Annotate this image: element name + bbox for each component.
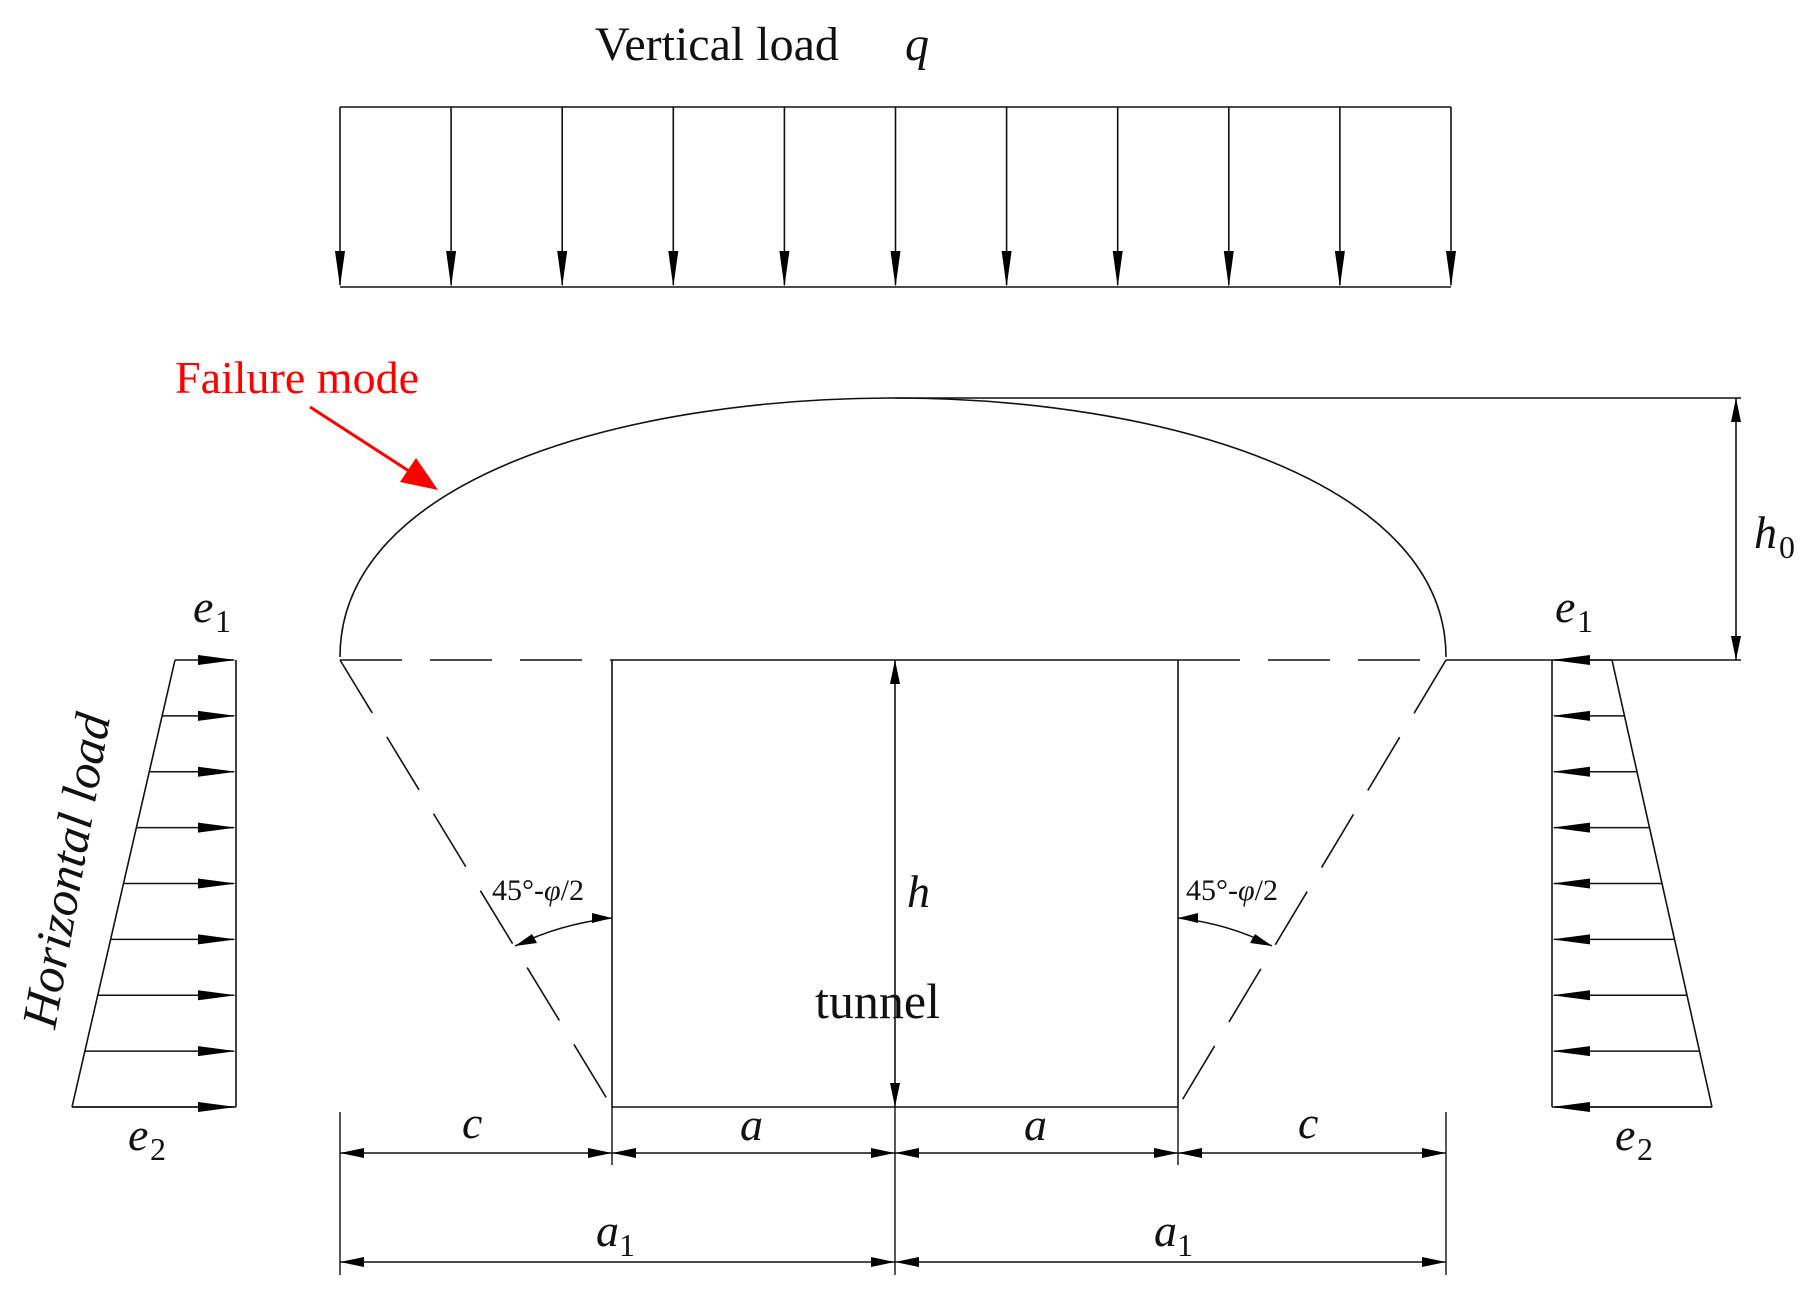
right-load-arrow-head <box>1552 710 1590 721</box>
left-load-arrow-head <box>198 822 236 833</box>
failure-mode-pointer-line <box>309 405 413 475</box>
vertical-load-group <box>335 106 1456 288</box>
dimension-arrow-head <box>1154 1148 1178 1158</box>
dimension-arrow-head <box>1422 1257 1446 1267</box>
right-angle-suffix: /2 <box>1255 874 1278 907</box>
left-angle-phi: φ <box>544 874 561 907</box>
left-load-arrow-head <box>198 934 236 945</box>
h-dimension: h <box>890 660 930 1107</box>
dimension-arrow-head <box>1178 1148 1202 1158</box>
left-load-arrow-head <box>198 710 236 721</box>
dimension-arrow-head <box>895 1257 919 1267</box>
h0-subscript: 0 <box>1779 529 1795 565</box>
left-horizontal-arrows <box>72 655 236 1112</box>
right-e1-subscript: 1 <box>1577 603 1593 639</box>
right-e2-label: e <box>1615 1109 1635 1160</box>
horizontal-load-label: Horizontal load <box>11 708 122 1033</box>
left-angle-prefix: 45°- <box>492 874 544 907</box>
dim-a-right-label: a <box>1024 1099 1047 1150</box>
dimension-arrow-head <box>1422 1148 1446 1158</box>
left-angle-marker: 45°-φ/2 <box>492 874 613 947</box>
right-angle-prefix: 45°- <box>1186 874 1238 907</box>
vertical-load-arrow-head <box>1446 251 1456 287</box>
dim-c-right-label: c <box>1298 1097 1318 1148</box>
left-load-arrow-head <box>198 655 236 665</box>
right-load-arrow-head <box>1552 934 1590 945</box>
vertical-load-arrow-head <box>1334 251 1345 287</box>
dimension-arrow-head <box>871 1148 895 1158</box>
vertical-load-symbol: q <box>905 18 929 71</box>
left-angle-arrow-right <box>592 913 612 923</box>
left-angle-suffix: /2 <box>561 874 584 907</box>
left-load-arrow-head <box>198 1046 236 1057</box>
dim-a1-right-label: a <box>1154 1205 1177 1256</box>
h-arrow-up <box>890 660 900 684</box>
width-dimensions: c a a c a 1 a 1 <box>339 1097 1447 1275</box>
right-load-arrow-head <box>1552 822 1590 833</box>
left-e1-label: e <box>193 581 213 632</box>
vertical-load-arrow-head <box>1112 251 1123 287</box>
left-load-arrow-head <box>198 878 236 889</box>
vertical-load-arrow-head <box>446 251 457 287</box>
right-e1-label: e <box>1555 581 1575 632</box>
dim-a1-left-label: a <box>596 1205 619 1256</box>
right-angle-marker: 45°-φ/2 <box>1177 874 1278 947</box>
left-load-arrow-head <box>198 766 236 777</box>
h0-arrow-up <box>1731 398 1741 422</box>
left-e2-subscript: 2 <box>150 1131 166 1167</box>
h0-label: h <box>1754 507 1777 558</box>
left-horizontal-load: e 1 e 2 <box>71 581 237 1167</box>
failure-mode-label: Failure mode <box>175 352 419 403</box>
left-e2-label: e <box>128 1109 148 1160</box>
dim-a-left-label: a <box>740 1099 763 1150</box>
h0-arrow-down <box>1731 636 1741 660</box>
h-arrow-down <box>890 1083 900 1107</box>
right-load-arrow-head <box>1552 878 1590 889</box>
right-horizontal-arrows <box>1552 655 1712 1112</box>
dim-a1-right-subscript: 1 <box>1177 1227 1193 1263</box>
right-load-arrow-head <box>1552 1102 1590 1112</box>
dimension-arrow-head <box>612 1148 636 1158</box>
dimension-arrow-head <box>871 1257 895 1267</box>
vertical-load-arrow-head <box>1001 251 1012 287</box>
vertical-load-arrow-head <box>890 251 901 287</box>
failure-arch <box>339 397 1447 658</box>
right-load-arrow-head <box>1552 766 1590 777</box>
right-angle-arrow-left <box>1178 913 1198 923</box>
vertical-load-title: Vertical load <box>595 18 839 71</box>
vertical-load-arrow-head <box>668 251 679 287</box>
dimension-arrow-head <box>895 1148 919 1158</box>
left-load-arrow-head <box>198 990 236 1001</box>
dimension-arrows <box>340 1148 1446 1267</box>
right-angle-label: 45°-φ/2 <box>1186 874 1278 907</box>
dim-a1-left-subscript: 1 <box>619 1227 635 1263</box>
dim-c-left-label: c <box>462 1097 482 1148</box>
right-angle-arrow-right <box>1250 934 1272 946</box>
dimension-arrow-head <box>340 1257 364 1267</box>
right-load-arrow-head <box>1552 1046 1590 1057</box>
vertical-load-arrow-head <box>335 251 345 287</box>
right-horizontal-load: e 1 e 2 <box>1551 581 1713 1167</box>
h0-dimension: h 0 <box>895 397 1795 661</box>
right-load-arrow-head <box>1552 655 1590 665</box>
right-load-arrow-head <box>1552 990 1590 1001</box>
vertical-load-arrow-head <box>1223 251 1234 287</box>
dimension-arrow-head <box>340 1148 364 1158</box>
left-angle-label: 45°-φ/2 <box>492 874 584 907</box>
vertical-arrows <box>335 107 1456 287</box>
dimension-arrow-head <box>588 1148 612 1158</box>
left-e1-subscript: 1 <box>215 603 231 639</box>
tunnel-label: tunnel <box>815 973 940 1029</box>
right-e2-subscript: 2 <box>1637 1131 1653 1167</box>
failure-mode-pointer-head <box>400 458 438 490</box>
vertical-load-arrow-head <box>779 251 790 287</box>
h-label: h <box>907 866 930 917</box>
left-load-arrow-head <box>198 1102 236 1112</box>
left-angle-arrow-left <box>515 934 537 946</box>
vertical-load-arrow-head <box>557 251 568 287</box>
right-angle-phi: φ <box>1238 874 1255 907</box>
